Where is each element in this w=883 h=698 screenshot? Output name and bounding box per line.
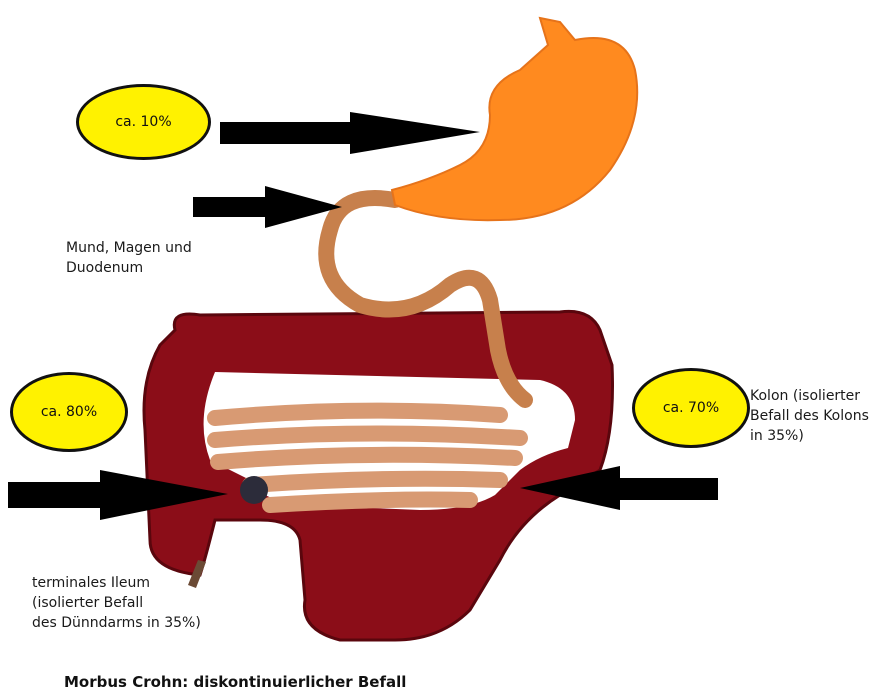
arrow-right-icon [193, 186, 342, 228]
badge-colon: ca. 70% [632, 368, 750, 448]
label-terminal-ileum: terminales Ileum (isolierter Befall des … [32, 573, 201, 633]
label-mouth-stomach-duodenum: Mund, Magen und Duodenum [66, 238, 192, 278]
badge-stomach-text: ca. 10% [115, 114, 171, 130]
badge-colon-text: ca. 70% [663, 400, 719, 416]
badge-ileum-text: ca. 80% [41, 404, 97, 420]
badge-stomach: ca. 10% [76, 84, 211, 160]
stomach [392, 18, 637, 220]
diagram-caption: Morbus Crohn: diskontinuierlicher Befall [64, 673, 406, 691]
label-colon: Kolon (isolierter Befall des Kolons in 3… [750, 386, 869, 446]
badge-ileum: ca. 80% [10, 372, 128, 452]
arrow-right-icon [220, 112, 480, 154]
ileum-spot [240, 476, 268, 504]
